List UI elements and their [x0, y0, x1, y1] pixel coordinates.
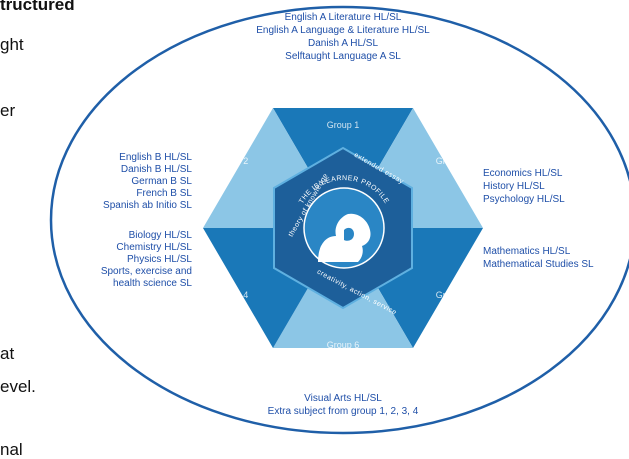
subject-g4: Chemistry HL/SL: [116, 242, 192, 253]
subject-g4: health science SL: [113, 278, 192, 289]
side-text-fragment: tructured: [0, 0, 75, 14]
group-label-2: Group 2: [216, 156, 249, 166]
subject-g2: Spanish ab Initio SL: [103, 200, 192, 211]
subject-g3: Psychology HL/SL: [483, 194, 565, 205]
subject-g4: Biology HL/SL: [129, 230, 193, 241]
side-text-fragment: evel.: [0, 377, 36, 396]
subject-g6: Visual Arts HL/SL: [304, 393, 382, 404]
side-text-fragment: ght: [0, 35, 24, 54]
subject-g4: Sports, exercise and: [101, 266, 192, 277]
subject-g2: Danish B HL/SL: [121, 164, 193, 175]
subject-g5: Mathematical Studies SL: [483, 259, 594, 270]
subject-g4: Physics HL/SL: [127, 254, 192, 265]
group-label-3: Group 3: [436, 156, 469, 166]
group-label-5: Group 5: [436, 290, 469, 300]
subject-g3: History HL/SL: [483, 181, 545, 192]
subject-g2: English B HL/SL: [119, 152, 192, 163]
subject-g1: Danish A HL/SL: [308, 38, 378, 49]
subject-g5: Mathematics HL/SL: [483, 246, 571, 257]
group-label-1: Group 1: [327, 120, 360, 130]
group-label-4: Group 4: [216, 290, 249, 300]
side-text-fragment: at: [0, 344, 15, 363]
subject-g1: Selftaught Language A SL: [285, 51, 401, 62]
outer-ellipse: [49, 5, 629, 435]
learner-profile-heads-icon: [318, 213, 371, 262]
subject-g1: English A Literature HL/SL: [285, 12, 402, 23]
subject-g1: English A Language & Literature HL/SL: [256, 25, 430, 36]
subject-g2: French B SL: [136, 188, 192, 199]
subject-g2: German B SL: [131, 176, 192, 187]
subject-g6: Extra subject from group 1, 2, 3, 4: [268, 406, 419, 417]
side-text-fragment: nal: [0, 440, 23, 459]
group-label-6: Group 6: [327, 340, 360, 350]
side-text-fragment: er: [0, 101, 16, 120]
subject-g3: Economics HL/SL: [483, 168, 563, 179]
